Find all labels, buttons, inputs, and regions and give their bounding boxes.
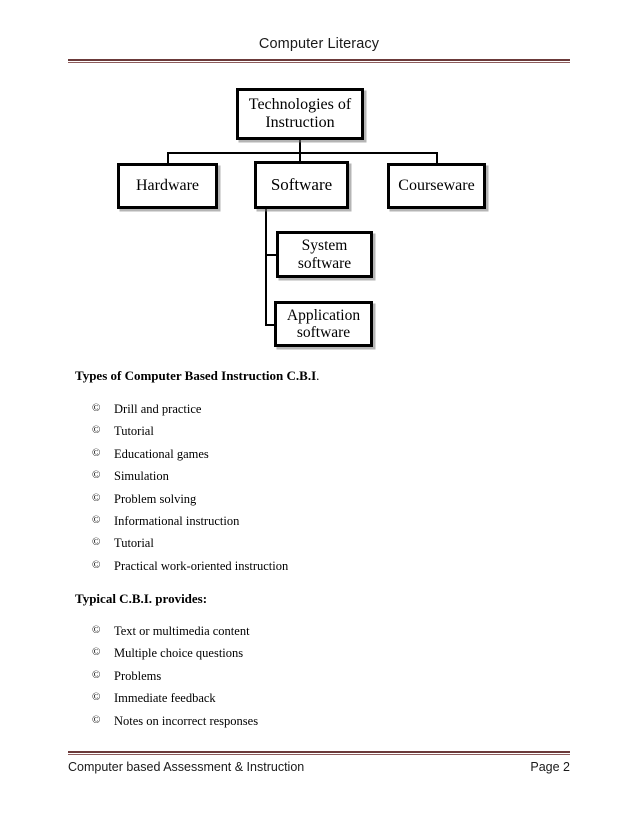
connector-drop-courseware bbox=[436, 152, 438, 164]
list-item: © Tutorial bbox=[92, 536, 288, 558]
list-item: © Multiple choice questions bbox=[92, 646, 258, 668]
section-heading-text: Types of Computer Based Instruction C.B.… bbox=[75, 368, 317, 383]
header-divider-thick-line bbox=[68, 59, 570, 61]
section-heading-typical-cbi-provides: Typical C.B.I. provides: bbox=[75, 591, 207, 607]
copyright-bullet-icon: © bbox=[92, 668, 101, 681]
list-item: © Practical work-oriented instruction bbox=[92, 559, 288, 581]
list-item-label: Notes on incorrect responses bbox=[114, 713, 259, 728]
connector-drop-software bbox=[299, 152, 301, 162]
section-heading-types-of-cbi: Types of Computer Based Instruction C.B.… bbox=[75, 368, 319, 384]
list-item-label: Problem solving bbox=[114, 491, 197, 506]
list-item: © Drill and practice bbox=[92, 402, 288, 424]
header-divider-thin-line bbox=[68, 62, 570, 63]
copyright-bullet-icon: © bbox=[92, 646, 101, 659]
list-item: © Problems bbox=[92, 669, 258, 691]
diagram-node-courseware: Courseware bbox=[387, 163, 486, 209]
copyright-bullet-icon: © bbox=[92, 424, 101, 437]
connector-elbow-application-software bbox=[265, 324, 276, 326]
diagram-node-hardware: Hardware bbox=[117, 163, 218, 209]
list-item: © Immediate feedback bbox=[92, 691, 258, 713]
list-item-label: Multiple choice questions bbox=[114, 646, 244, 661]
list-item: © Simulation bbox=[92, 469, 288, 491]
section-heading-tail: . bbox=[316, 368, 320, 383]
list-item-label: Simulation bbox=[114, 469, 169, 484]
technologies-of-instruction-diagram: Technologies of Instruction Hardware Sof… bbox=[0, 0, 638, 360]
list-item-label: Informational instruction bbox=[114, 513, 240, 528]
connector-horizontal-bus bbox=[167, 152, 437, 154]
copyright-bullet-icon: © bbox=[92, 402, 101, 414]
diagram-node-system-software: System software bbox=[276, 231, 373, 278]
list-item-label: Text or multimedia content bbox=[114, 624, 250, 638]
copyright-bullet-icon: © bbox=[92, 624, 101, 636]
types-of-cbi-list: © Drill and practice © Tutorial © Educational… bbox=[92, 402, 288, 581]
diagram-node-software: Software bbox=[254, 161, 349, 209]
page-header-title: Computer Literacy bbox=[258, 36, 380, 52]
footer-page-number: Page 2 bbox=[530, 760, 570, 774]
list-item-label: Drill and practice bbox=[114, 402, 202, 416]
list-item: © Text or multimedia content bbox=[92, 624, 258, 646]
footer-divider-thick-line bbox=[68, 751, 570, 753]
list-item-label: Educational games bbox=[114, 446, 209, 461]
list-item: © Educational games bbox=[92, 447, 288, 469]
list-item-label: Immediate feedback bbox=[114, 691, 216, 706]
list-item: © Informational instruction bbox=[92, 514, 288, 536]
connector-elbow-system-software bbox=[265, 254, 278, 256]
copyright-bullet-icon: © bbox=[92, 491, 101, 504]
copyright-bullet-icon: © bbox=[92, 536, 101, 549]
header-divider bbox=[68, 59, 570, 63]
list-item-label: Problems bbox=[114, 668, 162, 683]
copyright-bullet-icon: © bbox=[92, 691, 101, 704]
footer-divider bbox=[68, 751, 570, 755]
footer-document-title: Computer based Assessment & Instruction bbox=[68, 760, 305, 774]
copyright-bullet-icon: © bbox=[92, 713, 101, 726]
connector-software-spine bbox=[265, 209, 267, 325]
list-item: © Notes on incorrect responses bbox=[92, 714, 258, 736]
copyright-bullet-icon: © bbox=[92, 446, 101, 459]
section-heading-text: Typical C.B.I. provides: bbox=[75, 591, 208, 606]
footer-divider-thin-line bbox=[68, 754, 570, 755]
list-item-label: Tutorial bbox=[114, 536, 154, 551]
list-item: © Problem solving bbox=[92, 492, 288, 514]
connector-root-stub bbox=[299, 140, 301, 153]
diagram-node-application-software: Application software bbox=[274, 301, 373, 347]
connector-drop-hardware bbox=[167, 152, 169, 164]
copyright-bullet-icon: © bbox=[92, 513, 101, 526]
copyright-bullet-icon: © bbox=[92, 469, 101, 482]
list-item: © Tutorial bbox=[92, 424, 288, 446]
list-item-label: Practical work-oriented instruction bbox=[114, 558, 289, 573]
list-item-label: Tutorial bbox=[114, 424, 154, 439]
typical-cbi-provides-list: © Text or multimedia content © Multiple cho… bbox=[92, 624, 258, 736]
diagram-node-technologies-of-instruction: Technologies of Instruction bbox=[236, 88, 364, 140]
copyright-bullet-icon: © bbox=[92, 558, 101, 571]
